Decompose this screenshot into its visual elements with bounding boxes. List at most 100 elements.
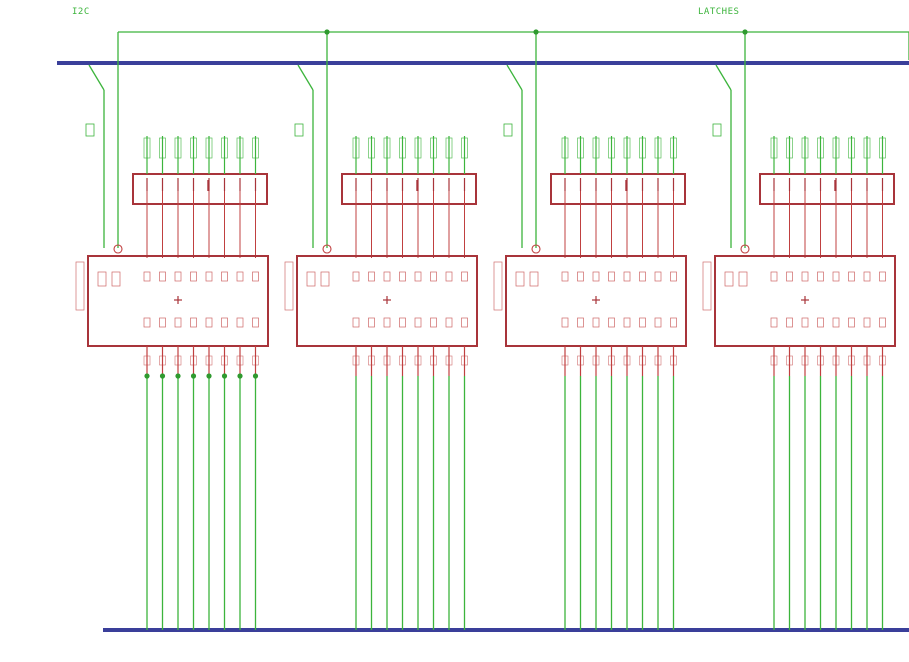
net-label-mark [143,137,151,159]
net-label-mark [770,137,778,159]
output-pin-number [430,355,437,366]
ic-pin-name-bottom [592,317,600,328]
output-pin-number [770,355,778,366]
ic-pin-name-top [445,271,453,282]
signal-wires [118,31,909,60]
pin-bubble [322,244,332,254]
output-pin-number [786,355,793,366]
output-pin-number [368,355,375,366]
net-label-mark [461,137,468,159]
rail-junction [742,29,748,35]
output-junction [144,373,150,379]
bus-entry-wire [506,64,523,91]
ic-pin-name-top [430,271,437,282]
output-pin-number [352,355,360,366]
output-pin-number [399,355,406,366]
output-pin-number [383,355,391,366]
ic-pin-name-bottom [639,317,646,328]
net-label-mark [205,137,213,159]
net-label-mark [832,137,840,159]
ic-ctrl-name [111,271,121,287]
output-pin-number [670,355,677,366]
ic-pin-name-bottom [461,317,468,328]
ic-pin-name-top [174,271,182,282]
ic-pin-name-bottom [221,317,228,328]
resistor-network [550,173,686,205]
ic-pin-name-bottom [143,317,151,328]
net-label-mark [561,137,569,159]
pin-bubble [531,244,541,254]
output-pin-number [639,355,646,366]
latch-block-1 [75,32,269,630]
ic-pin-name-bottom [352,317,360,328]
ic-part-label [284,261,294,311]
ic-pin-name-top [368,271,375,282]
output-pin-number [174,355,182,366]
ic-pin-name-top [639,271,646,282]
ic-pin-name-bottom [252,317,259,328]
ic-pin-name-bottom [654,317,662,328]
net-label-mark [159,137,166,159]
ic-pin-name-top [801,271,809,282]
ic-pin-name-bottom [879,317,886,328]
ic-ctrl-name [515,271,525,287]
pin-bubble [740,244,750,254]
ic-pin-name-bottom [561,317,569,328]
output-pin-number [817,355,824,366]
output-junction [252,373,259,379]
ic-ctrl-name [306,271,316,287]
ic-pin-name-top [608,271,615,282]
output-pin-number [879,355,886,366]
ic-pin-name-bottom [832,317,840,328]
net-label-latches: LATCHES [698,7,740,17]
output-pin-number [577,355,584,366]
ic-pin-name-bottom [608,317,615,328]
ic-pin-name-top [352,271,360,282]
net-label-mark [368,137,375,159]
net-label-mark [577,137,584,159]
net-label-mark [252,137,259,159]
ic-pin-name-top [623,271,631,282]
latch-block-2 [284,29,478,630]
ic-pin-name-top [461,271,468,282]
net-label-mark [848,137,855,159]
net-label-mark [639,137,646,159]
net-label-mark [445,137,453,159]
bus-entry-wire [297,64,314,91]
net-label-mark [863,137,871,159]
ic-pin-name-top [786,271,793,282]
bus-lines [57,61,909,632]
output-pin-number [592,355,600,366]
net-label-mark [879,137,886,159]
net-label-mark [670,137,677,159]
ic-pin-name-bottom [399,317,406,328]
ic-pin-name-bottom [848,317,855,328]
net-label-mark [190,137,197,159]
ic-pin-name-bottom [670,317,677,328]
net-label-mark [414,137,422,159]
ic-pin-name-bottom [236,317,244,328]
net-label-mark [801,137,809,159]
output-pin-number [461,355,468,366]
output-pin-number [205,355,213,366]
ic-ctrl-name [97,271,107,287]
net-label-mark [174,137,182,159]
output-pin-number [561,355,569,366]
net-label-mark [786,137,793,159]
output-junction [159,373,166,379]
output-pin-number [159,355,166,366]
ic-pin-name-bottom [801,317,809,328]
output-junction [190,373,197,379]
ic-pin-name-top [670,271,677,282]
ic-pin-name-bottom [863,317,871,328]
ic-pin-name-bottom [159,317,166,328]
output-pin-number [832,355,840,366]
pin-bubble [113,244,123,254]
ic-pin-name-top [205,271,213,282]
resistor-network [132,173,268,205]
ic-pin-name-bottom [174,317,182,328]
latch-blocks [75,29,896,630]
net-label-mark [221,137,228,159]
net-label-mark [592,137,600,159]
net-label-mark [430,137,437,159]
